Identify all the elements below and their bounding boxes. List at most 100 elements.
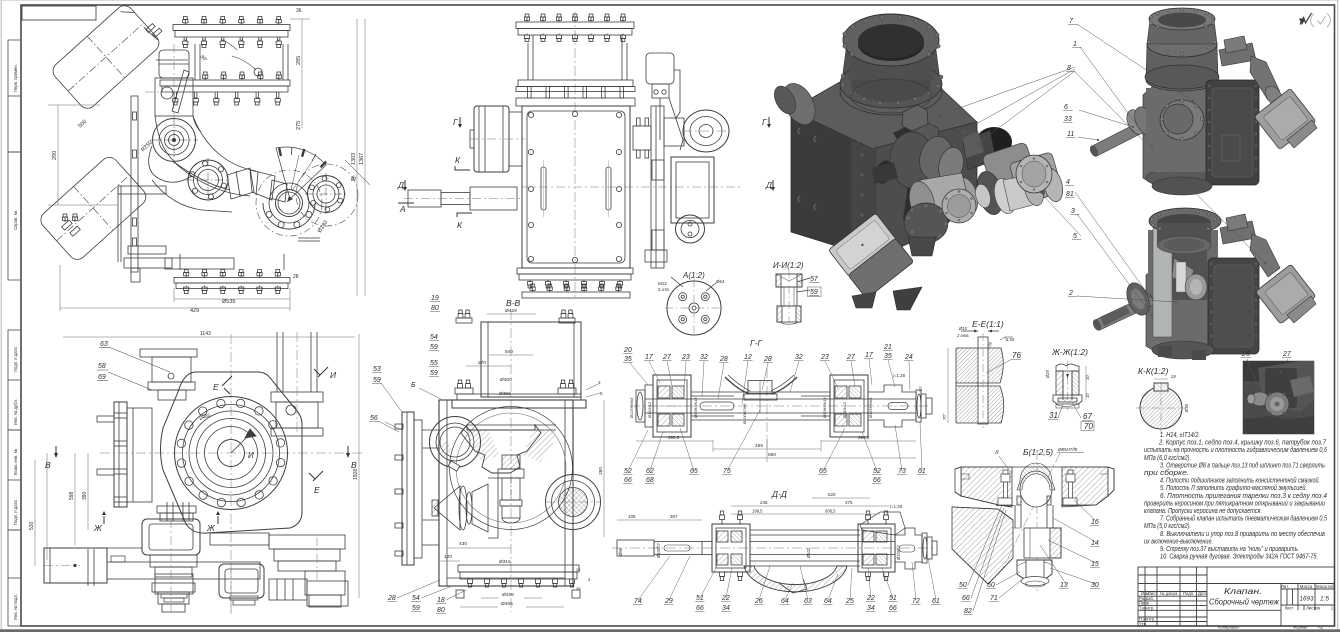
svg-text:2. Корпус поз.1, седло поз.4,: 2. Корпус поз.1, седло поз.4, крышку поз…: [1158, 439, 1327, 447]
svg-text:Лист: Лист: [1284, 606, 1293, 611]
svg-text:28: 28: [576, 567, 581, 572]
svg-text:465: 465: [755, 443, 763, 449]
svg-text:28: 28: [293, 274, 299, 280]
svg-text:52: 52: [873, 468, 881, 475]
svg-text:№ докум.: № докум.: [1160, 591, 1178, 596]
svg-text:Ø485: Ø485: [198, 412, 211, 421]
svg-text:Лит.: Лит.: [1281, 584, 1289, 589]
svg-text:10. Сварка ручная дуговая. Эле: 10. Сварка ручная дуговая. Электроды 342…: [1160, 553, 1318, 561]
svg-text:59: 59: [412, 605, 420, 612]
svg-text:8. Выключатели и упор поз.8 пр: 8. Выключатели и упор поз.8 приварить по…: [1160, 530, 1325, 538]
svg-text:7. Собранный клапан испытать п: 7. Собранный клапан испытать пневматичес…: [1160, 515, 1327, 523]
svg-text:Ø125H9/h8: Ø125H9/h8: [629, 397, 634, 418]
svg-text:52: 52: [624, 468, 632, 475]
svg-text:А(1:2): А(1:2): [682, 271, 705, 280]
svg-text:285: 285: [296, 56, 302, 65]
svg-text:30°: 30°: [199, 54, 209, 63]
svg-text:Взам. инв. №: Взам. инв. №: [13, 449, 18, 475]
svg-text:В-В: В-В: [506, 298, 521, 308]
svg-text:11: 11: [1067, 131, 1074, 138]
svg-text:И-И(1:2): И-И(1:2): [773, 261, 804, 270]
svg-text:Формат: Формат: [1293, 625, 1308, 630]
svg-text:Утв.: Утв.: [1139, 621, 1147, 626]
svg-text:Ø36: Ø36: [1184, 403, 1189, 413]
svg-text:Дата: Дата: [1198, 591, 1208, 596]
svg-text:82: 82: [964, 608, 972, 615]
svg-text:61: 61: [932, 598, 940, 605]
svg-text:5: 5: [600, 391, 603, 396]
svg-text:Ø110h12: Ø110h12: [647, 401, 652, 418]
svg-text:28: 28: [576, 586, 581, 591]
svg-text:5. Полость Л заполнить графито: 5. Полость Л заполнить графито-масляной …: [1160, 484, 1307, 492]
svg-text:Ø64: Ø64: [716, 279, 725, 284]
svg-text:4: 4: [1066, 179, 1070, 186]
svg-text:51: 51: [889, 595, 897, 602]
svg-text:Ø358: Ø358: [499, 391, 511, 397]
svg-text:Справ. №: Справ. №: [13, 210, 18, 230]
svg-text:12: 12: [744, 354, 752, 361]
svg-text:Клапан.: Клапан.: [1224, 587, 1262, 596]
svg-text:13: 13: [1060, 582, 1068, 589]
svg-text:367: 367: [670, 514, 678, 519]
svg-text:Ø90H8/h13: Ø90H8/h13: [693, 397, 698, 418]
svg-text:Ø96: Ø96: [618, 547, 623, 556]
svg-text:3: 3: [598, 380, 601, 385]
svg-text:6. Плотность прилегания тарелк: 6. Плотность прилегания тарелки поз.3 к …: [1160, 492, 1327, 500]
svg-text:▷1:20: ▷1:20: [893, 373, 906, 378]
svg-text:59: 59: [430, 344, 438, 351]
svg-text:28: 28: [1170, 374, 1176, 379]
svg-text:Г-Г: Г-Г: [750, 338, 763, 348]
svg-text:45: 45: [349, 175, 358, 184]
svg-text:620: 620: [828, 492, 836, 497]
svg-text:19: 19: [431, 295, 439, 302]
svg-text:В: В: [351, 460, 357, 470]
svg-text:35: 35: [624, 356, 632, 363]
svg-text:70: 70: [1084, 422, 1093, 431]
svg-text:64: 64: [781, 598, 789, 605]
svg-text:105: 105: [628, 514, 636, 519]
svg-text:75: 75: [723, 468, 731, 475]
svg-text:17: 17: [865, 352, 874, 359]
svg-text:375: 375: [845, 500, 853, 505]
svg-text:66: 66: [696, 605, 704, 612]
svg-text:15: 15: [1091, 561, 1099, 568]
svg-text:Копировал: Копировал: [1218, 625, 1240, 630]
svg-text:испытать на прочность и плотно: испытать на прочность и плотность гидрав…: [1144, 446, 1327, 454]
svg-text:И: И: [330, 370, 337, 380]
svg-text:25: 25: [845, 598, 854, 605]
svg-text:Инв. № подл.: Инв. № подл.: [13, 594, 18, 620]
svg-text:55: 55: [430, 360, 438, 367]
svg-text:Д: Д: [765, 180, 772, 190]
svg-text:Ø535: Ø535: [222, 299, 235, 305]
svg-text:66: 66: [624, 477, 632, 484]
svg-text:Б(1:2,5): Б(1:2,5): [1023, 447, 1053, 457]
svg-text:В: В: [45, 460, 51, 470]
svg-text:22: 22: [721, 595, 730, 602]
svg-text:63: 63: [804, 598, 812, 605]
svg-text:Н.контр.: Н.контр.: [1139, 617, 1155, 622]
svg-text:К-К(1:2): К-К(1:2): [1138, 366, 1168, 376]
svg-text:Ø90H8/h13: Ø90H8/h13: [822, 397, 827, 418]
svg-text:А2: А2: [1318, 625, 1324, 630]
svg-text:Ø20: Ø20: [1045, 369, 1050, 379]
svg-text:500: 500: [77, 119, 88, 130]
svg-text:Ø125H9/h8: Ø125H9/h8: [868, 397, 873, 418]
svg-text:68: 68: [646, 477, 654, 484]
svg-text:74: 74: [634, 598, 642, 605]
svg-text:540: 540: [505, 349, 513, 355]
svg-text:1:5: 1:5: [1320, 596, 1329, 603]
svg-text:9. Стрелку поз.37 выставить на: 9. Стрелку поз.37 выставить на "ноль" и …: [1160, 546, 1299, 553]
svg-text:58: 58: [98, 363, 106, 370]
svg-text:80: 80: [431, 305, 439, 312]
svg-text:390,5: 390,5: [668, 435, 680, 440]
svg-text:Е: Е: [213, 382, 219, 392]
svg-text:23: 23: [820, 354, 829, 361]
svg-text:16: 16: [1091, 519, 1099, 526]
svg-text:Ø100h7: Ø100h7: [896, 544, 901, 560]
svg-text:А: А: [399, 204, 406, 214]
svg-text:598: 598: [69, 491, 75, 500]
svg-text:Ø300: Ø300: [500, 377, 512, 383]
svg-text:7: 7: [1069, 18, 1074, 25]
svg-text:3 отв.: 3 отв.: [658, 287, 670, 292]
svg-text:3: 3: [1071, 208, 1075, 215]
